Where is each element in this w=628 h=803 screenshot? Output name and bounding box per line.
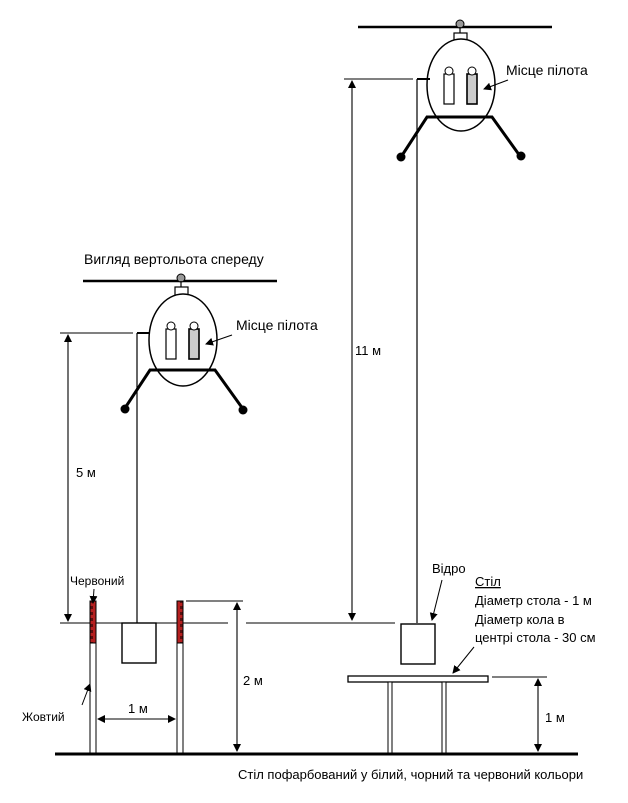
yellow-arrow: [81, 683, 92, 706]
rotor-hub-left: [176, 273, 186, 283]
circle-diameter-line1: Діаметр кола в: [475, 612, 565, 627]
skid-end-right-a: [396, 152, 406, 162]
pilot-seat-left: [165, 321, 200, 360]
yellow-label: Жовтий: [22, 710, 65, 724]
circle-diameter-line2: центрі стола - 30 см: [475, 630, 596, 645]
bucket-arrow: [429, 579, 443, 621]
red-arrow: [89, 588, 98, 604]
cockpit-left: [148, 293, 218, 387]
pilot-seat-right: [443, 66, 478, 105]
skid-end-left-a: [120, 404, 130, 414]
red-label: Червоний: [70, 574, 124, 588]
bucket-left: [121, 622, 157, 664]
pole-left: [89, 600, 97, 754]
table-top: [347, 675, 489, 683]
dim-11m-label: 11 м: [355, 343, 381, 358]
dim-2m-label: 2 м: [243, 673, 263, 688]
pole-right: [176, 600, 184, 754]
dim-5m-label: 5 м: [76, 465, 96, 480]
table: [347, 675, 489, 754]
caption: Стіл пофарбований у білий, чорний та чер…: [238, 767, 583, 782]
rotor-hub-right: [455, 19, 465, 29]
skid-end-right-b: [516, 151, 526, 161]
table-diameter: Діаметр стола - 1 м: [475, 593, 592, 608]
skid-end-left-b: [238, 405, 248, 415]
table-arrow: [452, 646, 475, 674]
pilot-seat-label-right: Місце пілота: [506, 62, 588, 78]
front-view-label: Вигляд вертольота спереду: [84, 251, 264, 267]
table-leg-right: [441, 681, 447, 754]
helicopter-right: [358, 19, 552, 665]
pilot-arrow-left: [205, 334, 233, 346]
table-leg-left: [387, 681, 393, 754]
bucket-right: [400, 623, 436, 665]
helicopter-left: [83, 273, 277, 664]
dim-1m-gap-label: 1 м: [128, 701, 148, 716]
table-title: Стіл: [475, 574, 501, 589]
dim-1m-table-label: 1 м: [545, 710, 565, 725]
pilot-arrow-right: [483, 79, 509, 91]
skid-frame-right: [399, 115, 522, 158]
pilot-seat-label-left: Місце пілота: [236, 317, 318, 333]
bucket-label: Відро: [432, 561, 466, 576]
